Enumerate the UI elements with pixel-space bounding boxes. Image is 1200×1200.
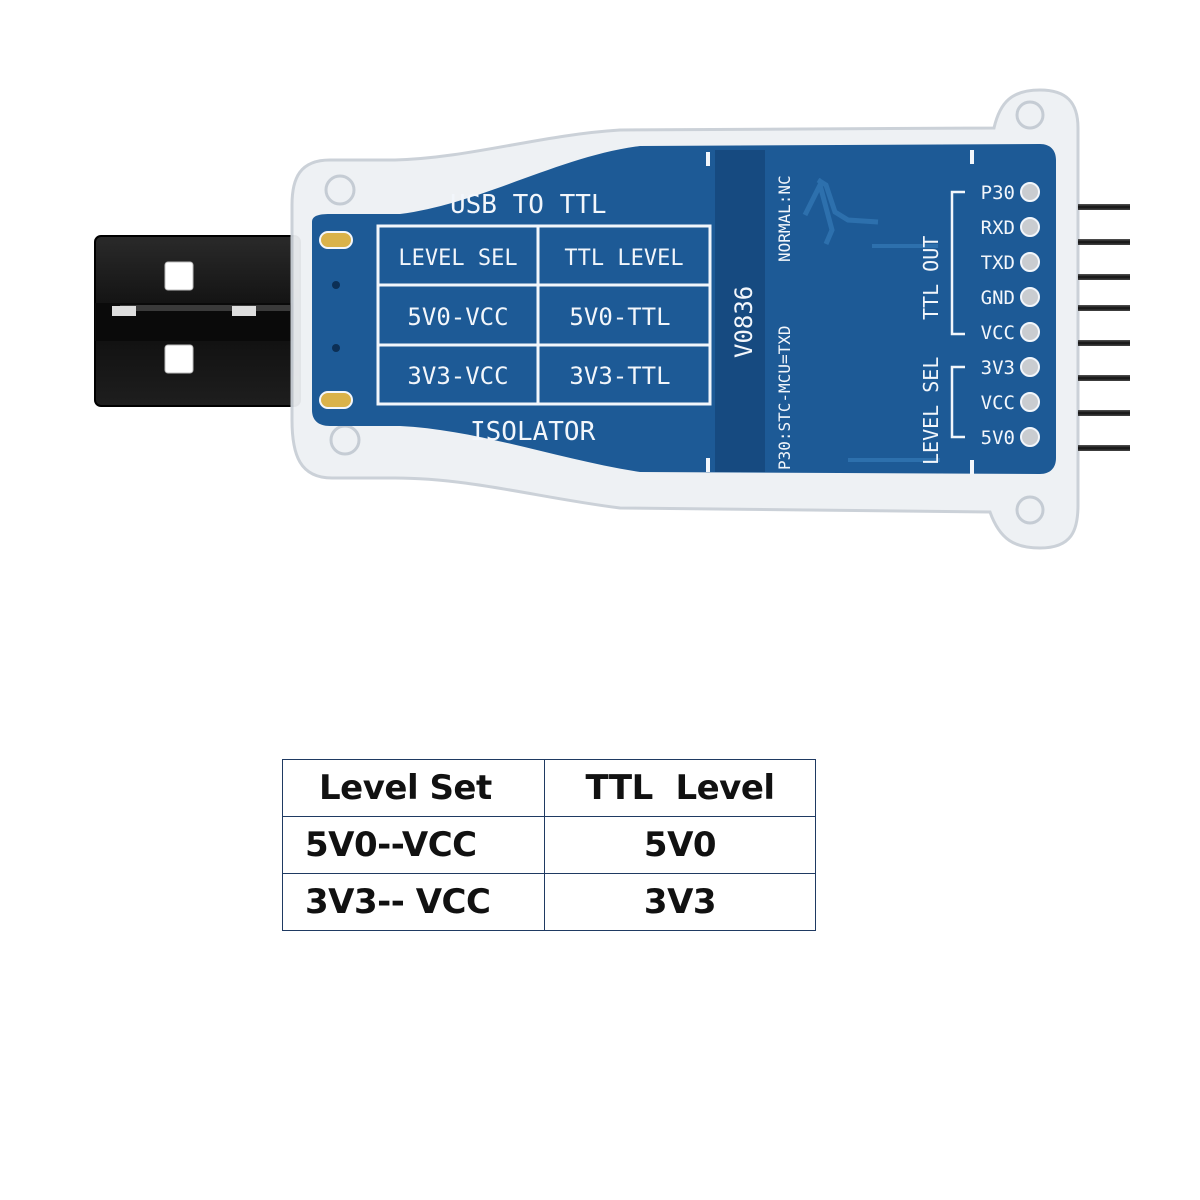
cell-ttl-level: 3V3 [544,873,816,931]
board-cell-3v3-ttl: 3V3-TTL [569,362,670,390]
cell-level-set: 5V0--VCC [282,816,545,874]
pin-label-p30: P30 [981,182,1015,204]
cell-ttl-level: 5V0 [544,816,816,874]
board-level-table: LEVEL SEL TTL LEVEL 5V0-VCC 5V0-TTL 3V3-… [376,224,712,406]
level-table: Level Set TTL Level 5V0--VCC 5V0 3V3-- V… [282,759,816,931]
pin-label-3v3: 3V3 [981,357,1015,379]
header-ttl-level: TTL Level [544,759,816,817]
board-header-level-sel: LEVEL SEL [398,246,517,271]
usb-ttl-isolator-photo: USB TO TTL ISOLATOR LEVEL SEL TTL LEVEL … [94,88,1130,550]
board-cell-3v3-vcc: 3V3-VCC [407,362,508,390]
board-top-label: USB TO TTL [450,190,607,220]
usb-plug [94,235,301,407]
board-cell-5v0-vcc: 5V0-VCC [407,303,508,331]
table-row: 3V3-- VCC 3V3 [282,873,816,931]
header-pins [1078,204,1130,451]
board-header-ttl-level: TTL LEVEL [564,246,683,271]
pin-label-gnd: GND [981,287,1015,309]
table-header-row: Level Set TTL Level [282,759,816,817]
pin-label-vcc-sel: VCC [981,392,1015,414]
board-note-p30: P30:STC-MCU=TXD [775,326,794,471]
board-bottom-label: ISOLATOR [470,417,596,447]
board-cell-5v0-ttl: 5V0-TTL [569,303,670,331]
group-label-ttl-out: TTL OUT [919,236,943,320]
table-row: 5V0--VCC 5V0 [282,816,816,874]
board-note-normal: NORMAL:NC [775,175,794,262]
cell-level-set: 3V3-- VCC [282,873,545,931]
pin-label-rxd: RXD [981,217,1015,239]
header-level-set: Level Set [282,759,545,817]
pin-label-vcc: VCC [981,322,1015,344]
pin-pads [1020,182,1040,447]
board-model-label: V0836 [730,286,758,358]
pin-labels: P30 RXD TXD GND VCC 3V3 VCC 5V0 [981,182,1015,449]
pin-label-txd: TXD [981,252,1015,274]
group-label-level-sel: LEVEL SEL [919,357,943,465]
pin-label-5v0: 5V0 [981,427,1015,449]
